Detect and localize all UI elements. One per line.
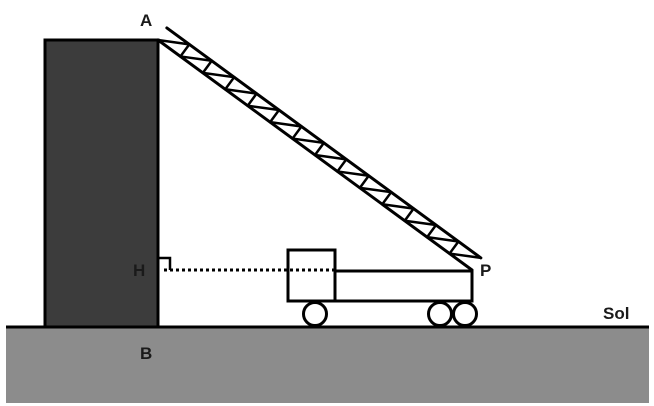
ladder-brace xyxy=(291,137,326,145)
ladder-brace xyxy=(403,219,438,227)
ladder-brace xyxy=(336,170,370,178)
ladder-brace xyxy=(358,174,370,190)
ladder-brace xyxy=(381,190,393,206)
ladder-brace xyxy=(201,59,213,75)
ladder-brace xyxy=(268,120,303,128)
label-h: H xyxy=(133,261,145,280)
right-angle-marker xyxy=(158,256,172,270)
wheel-rear-2 xyxy=(452,301,478,327)
ladder-brace xyxy=(179,55,213,63)
ground xyxy=(6,327,649,403)
ladder-brace xyxy=(268,108,281,124)
ladder-brace xyxy=(224,75,236,91)
label-ground: Sol xyxy=(603,304,629,323)
ladder-brace xyxy=(224,88,258,95)
ladder xyxy=(156,26,483,272)
truck-platform xyxy=(333,269,474,303)
ladder-brace xyxy=(381,203,415,210)
ladder-brace xyxy=(448,240,460,255)
ladder-brace xyxy=(313,141,326,157)
building xyxy=(43,38,160,329)
ladder-brace xyxy=(403,207,415,222)
label-p: P xyxy=(480,261,491,280)
ladder-brace xyxy=(336,158,348,173)
ladder-brace xyxy=(358,186,393,194)
ladder-brace xyxy=(201,71,236,79)
truck-cabin xyxy=(286,248,337,303)
ladder-brace xyxy=(156,38,191,46)
wheel-rear-1 xyxy=(427,301,453,327)
ladder-brace xyxy=(246,104,281,112)
ladder-brace xyxy=(425,235,460,243)
label-a: A xyxy=(140,11,152,30)
ladder-brace xyxy=(448,252,483,260)
ladder-brace xyxy=(291,125,303,140)
wheel-front xyxy=(302,301,328,327)
ladder-brace xyxy=(425,223,438,239)
ladder-brace xyxy=(179,43,191,58)
ladder-brace xyxy=(246,92,258,107)
ladder-brace xyxy=(313,153,348,161)
label-b: B xyxy=(140,344,152,363)
